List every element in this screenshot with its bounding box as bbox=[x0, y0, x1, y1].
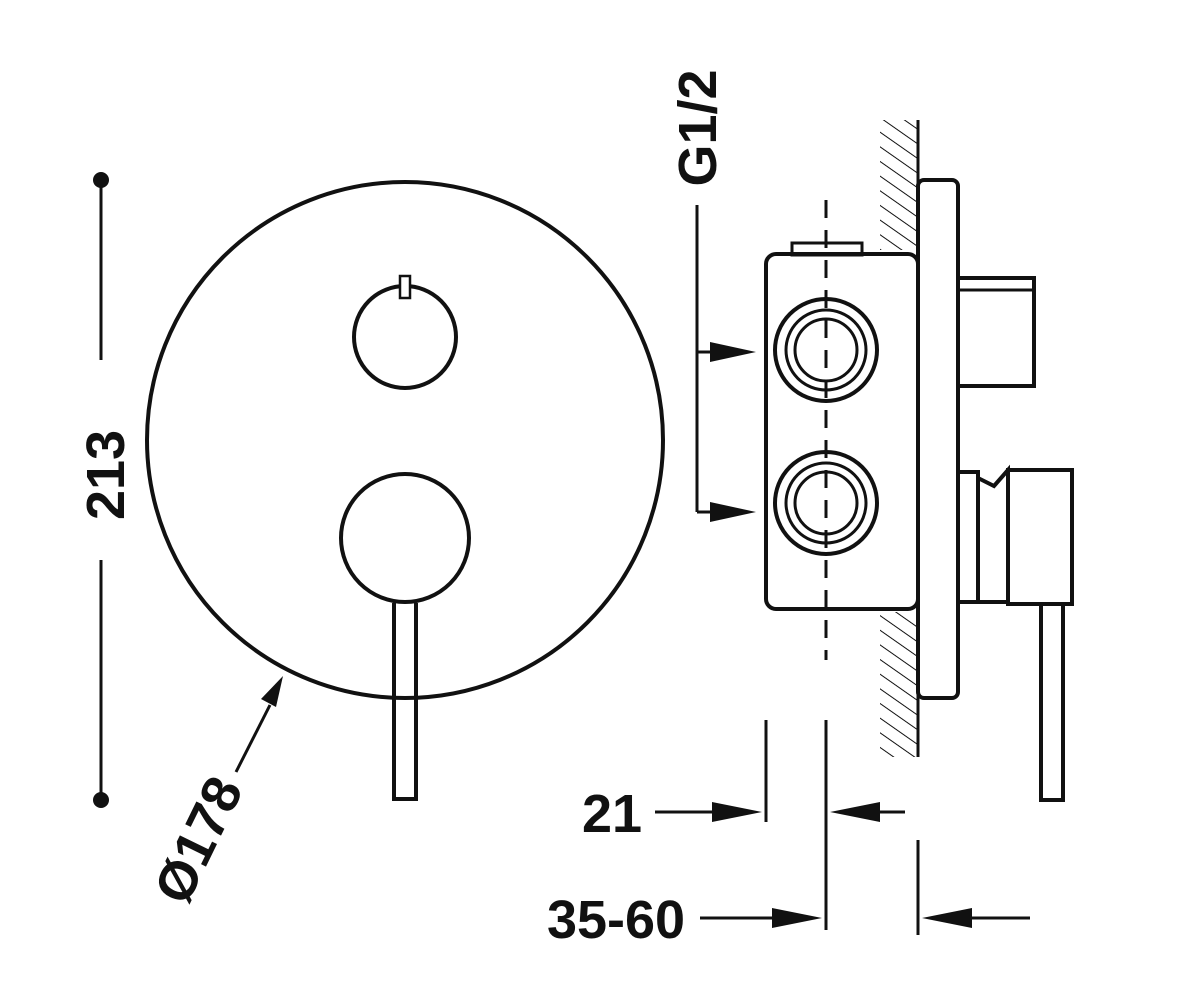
diverter-knob-body bbox=[352, 284, 458, 390]
mixer-handle-profile bbox=[958, 464, 1074, 802]
mixer-handle-lever bbox=[392, 603, 418, 801]
thread-leader-upper-arrowhead bbox=[710, 342, 756, 362]
valve-body-box bbox=[764, 252, 920, 611]
wall-section bbox=[880, 120, 920, 757]
diameter-dimension: Ø178 bbox=[143, 676, 283, 913]
thread-dimension-label: G1/2 bbox=[668, 69, 728, 186]
diameter-dimension-label: Ø178 bbox=[143, 768, 255, 913]
thread-leader-lower-arrowhead bbox=[710, 502, 756, 522]
depth-range-arrow-left-head bbox=[772, 908, 822, 928]
mixer-handle-hub bbox=[339, 472, 471, 604]
diverter-knob bbox=[352, 274, 458, 390]
mixer-handle-profile-cone bbox=[976, 464, 1010, 604]
height-dimension: 213 bbox=[76, 172, 136, 808]
depth-min-label: 21 bbox=[582, 784, 642, 844]
depth-range-arrow-right-head bbox=[922, 908, 972, 928]
valve-body bbox=[764, 241, 920, 611]
thread-dimension: G1/2 bbox=[668, 69, 756, 522]
height-dimension-label: 213 bbox=[76, 430, 136, 520]
depth-range-label: 35-60 bbox=[547, 890, 685, 950]
height-dimension-bottom-dot bbox=[93, 792, 109, 808]
diverter-knob-profile bbox=[956, 276, 1036, 388]
depth-min-arrow-right-head bbox=[830, 802, 880, 822]
wall-hatch-lower bbox=[880, 612, 918, 757]
mixer-handle-profile-hub bbox=[1006, 468, 1074, 606]
mixer-handle bbox=[339, 472, 471, 801]
mixer-handle-profile-lever bbox=[1039, 604, 1065, 802]
depth-min-arrow-left-head bbox=[712, 802, 762, 822]
depth-range-dimension: 35-60 bbox=[547, 840, 1030, 950]
mixer-handle-profile-collar bbox=[958, 470, 980, 604]
diverter-knob-indicator bbox=[398, 274, 412, 300]
cover-plate bbox=[145, 180, 665, 700]
front-view: 213 Ø178 bbox=[76, 172, 665, 913]
diameter-dimension-leader bbox=[234, 704, 272, 773]
diverter-knob-profile-body bbox=[956, 276, 1036, 388]
side-view: G1/2 21 35-60 bbox=[547, 69, 1074, 950]
depth-min-dimension: 21 bbox=[582, 720, 905, 930]
cover-plate-profile bbox=[916, 178, 960, 700]
diameter-dimension-arrowhead bbox=[261, 676, 283, 707]
wall-hatch-upper bbox=[880, 120, 918, 250]
